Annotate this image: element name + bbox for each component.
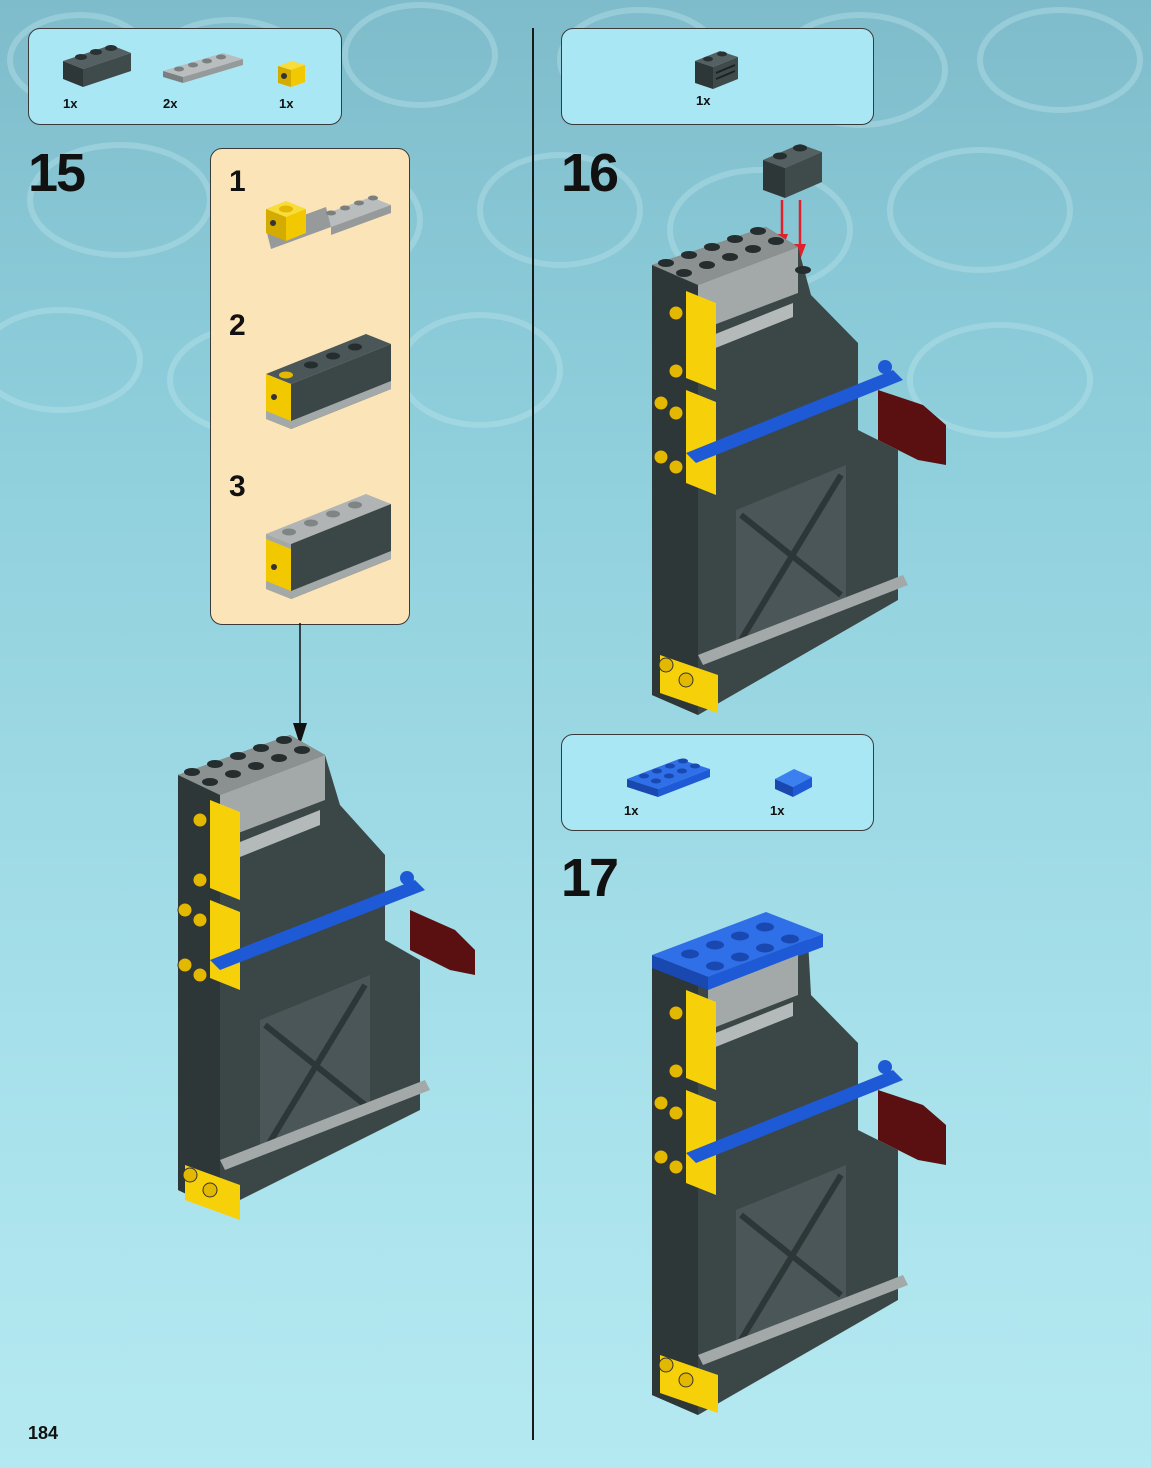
step-16-model	[648, 225, 968, 725]
step-17-parts-box: 1x 1x	[561, 734, 874, 831]
step-17-model	[648, 910, 968, 1430]
step-16-parts-box: 1x	[561, 28, 874, 125]
substep-number: 2	[229, 309, 246, 343]
part-qty: 1x	[696, 93, 710, 108]
dark-gray-brick-1x3-icon	[61, 39, 136, 89]
part-qty: 1x	[63, 96, 77, 111]
substep-callout: 1 2 3	[210, 148, 410, 625]
substep-number: 1	[229, 165, 246, 199]
blue-slope-tile-icon	[772, 763, 817, 803]
step-15-model	[170, 730, 490, 1230]
step-15-parts-box: 1x 2x 1x	[28, 28, 342, 125]
step-number: 16	[561, 142, 617, 204]
part-qty: 1x	[279, 96, 293, 111]
column-divider	[532, 28, 534, 1440]
part-qty: 1x	[624, 803, 638, 818]
step-number: 15	[28, 142, 84, 204]
substep-1-assembly-icon	[261, 179, 396, 259]
page-number: 184	[28, 1423, 58, 1444]
blue-plate-2x4-icon	[624, 753, 714, 803]
step-number: 17	[561, 847, 617, 909]
yellow-brick-1x1-with-stud-icon	[275, 59, 309, 89]
part-qty: 2x	[163, 96, 177, 111]
light-gray-plate-1x4-icon	[161, 51, 246, 86]
part-qty: 1x	[770, 803, 784, 818]
dark-gray-brick-1x2-grille-icon	[692, 47, 742, 92]
substep-3-assembly-icon	[261, 489, 396, 604]
substep-2-assembly-icon	[261, 329, 396, 434]
substep-number: 3	[229, 470, 246, 504]
